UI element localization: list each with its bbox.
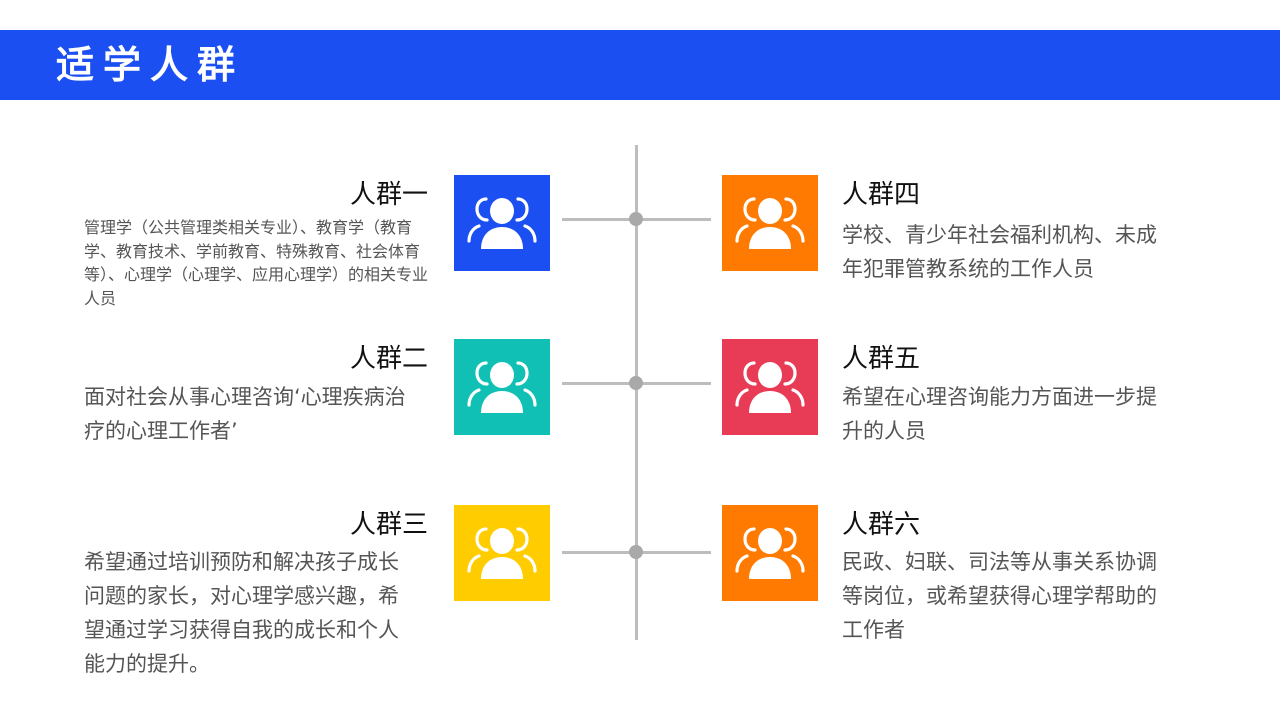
group-icon-box-6 [722, 505, 818, 601]
timeline-node-3 [629, 545, 643, 559]
group-title-2: 人群二 [349, 344, 428, 374]
group-icon-box-3 [454, 505, 550, 601]
group-title-4: 人群四 [842, 180, 921, 210]
connector-line-right-1 [637, 218, 711, 221]
group-title-3: 人群三 [349, 510, 428, 540]
group-icon-box-1 [454, 175, 550, 271]
group-description-5: 希望在心理咨询能力方面进一步提升的人员 [842, 385, 1157, 443]
group-icon-box-2 [454, 339, 550, 435]
group-description-4: 学校、青少年社会福利机构、未成年犯罪管教系统的工作人员 [842, 223, 1157, 281]
group-icon-box-4 [722, 175, 818, 271]
timeline-node-1 [629, 212, 643, 226]
group-title-1: 人群一 [349, 180, 428, 210]
header-bar: 适学人群 [0, 30, 1280, 100]
group-description-2: 面对社会从事心理咨询‘心理疾病治疗的心理工作者’ [84, 385, 406, 443]
timeline-spine [635, 145, 638, 640]
people-group-icon [467, 527, 537, 579]
connector-line-left-1 [562, 218, 636, 221]
group-title-6: 人群六 [842, 510, 921, 540]
group-icon-box-5 [722, 339, 818, 435]
connector-line-left-3 [562, 551, 636, 554]
connector-line-left-2 [562, 382, 636, 385]
people-group-icon [735, 197, 805, 249]
page-title: 适学人群 [56, 43, 245, 87]
people-group-icon [735, 361, 805, 413]
people-group-icon [467, 197, 537, 249]
people-group-icon [467, 361, 537, 413]
people-group-icon [735, 527, 805, 579]
connector-line-right-3 [637, 551, 711, 554]
group-title-5: 人群五 [842, 344, 921, 374]
group-description-1: 管理学（公共管理类相关专业）、教育学（教育学、教育技术、学前教育、特殊教育、社会… [84, 218, 429, 308]
connector-line-right-2 [637, 382, 711, 385]
group-description-3: 希望通过培训预防和解决孩子成长问题的家长，对心理学感兴趣，希望通过学习获得自我的… [84, 550, 399, 676]
timeline-node-2 [629, 376, 643, 390]
group-description-6: 民政、妇联、司法等从事关系协调等岗位，或希望获得心理学帮助的工作者 [842, 550, 1157, 642]
